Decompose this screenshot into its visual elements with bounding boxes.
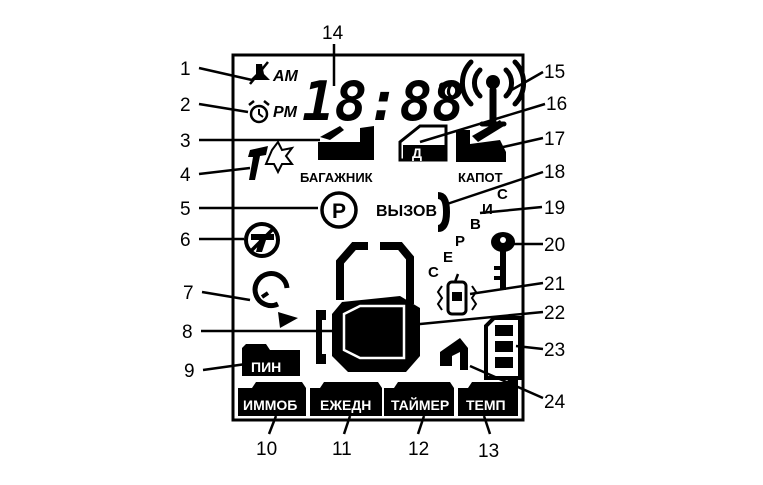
trunk-icon bbox=[318, 126, 374, 160]
tab-daily-label: ЕЖЕДН bbox=[320, 397, 371, 413]
callout-13: 13 bbox=[478, 441, 499, 462]
callout-15: 15 bbox=[544, 62, 565, 83]
callout-line-2 bbox=[198, 102, 249, 114]
callout-21: 21 bbox=[544, 274, 565, 295]
callout-line-9 bbox=[202, 362, 247, 372]
no-gun-icon bbox=[244, 222, 280, 258]
callout-4: 4 bbox=[180, 165, 191, 186]
callout-2: 2 bbox=[180, 95, 191, 116]
tab-timer-label: ТАЙМЕР bbox=[391, 396, 449, 413]
pin-label: ПИН bbox=[251, 359, 281, 375]
callout-line-18 bbox=[443, 170, 544, 207]
callout-line-7 bbox=[201, 290, 251, 302]
hood-icon bbox=[456, 120, 506, 162]
callout-line-17 bbox=[489, 136, 544, 152]
temp-unit: °C bbox=[437, 78, 463, 103]
tab-daily: ЕЖЕДН bbox=[310, 382, 382, 416]
service-letter-6: С bbox=[497, 186, 508, 203]
callout-20: 20 bbox=[544, 235, 565, 256]
service-letter-1: С bbox=[428, 264, 439, 281]
key-icon bbox=[491, 232, 515, 290]
callout-line-1 bbox=[198, 66, 253, 82]
trunk-label: БАГАЖНИК bbox=[300, 170, 373, 185]
callout-24: 24 bbox=[544, 392, 566, 413]
callout-9: 9 bbox=[184, 361, 195, 382]
tab-temp-label: ТЕМП bbox=[466, 397, 506, 413]
service-letter-2: Е bbox=[443, 249, 453, 266]
callout-line-15 bbox=[507, 70, 544, 94]
callout-3: 3 bbox=[180, 131, 191, 152]
callout-8: 8 bbox=[182, 322, 193, 343]
call-label: ВЫЗОВ bbox=[376, 203, 437, 220]
callout-line-19 bbox=[479, 205, 543, 215]
service-letter-4: В bbox=[470, 216, 481, 233]
callout-10: 10 bbox=[256, 439, 277, 460]
padlock-icon bbox=[316, 242, 420, 372]
parking-letter: P bbox=[332, 200, 346, 223]
callout-6: 6 bbox=[180, 230, 191, 251]
callout-1: 1 bbox=[180, 59, 191, 80]
time-display: 18:88 bbox=[302, 70, 465, 133]
shock-sensor-icon bbox=[248, 140, 295, 180]
service-letter-5: И bbox=[482, 201, 493, 218]
battery-icon bbox=[484, 316, 522, 380]
hood-label: КАПОТ bbox=[458, 170, 503, 185]
callout-line-24 bbox=[469, 364, 544, 400]
callout-19: 19 bbox=[544, 198, 565, 219]
callout-7: 7 bbox=[183, 283, 194, 304]
pager-vibrate-icon bbox=[436, 273, 478, 316]
music-note-icon bbox=[440, 338, 468, 370]
callout-line-16 bbox=[419, 102, 546, 144]
call-bracket bbox=[438, 192, 450, 232]
callout-line-21 bbox=[469, 281, 544, 296]
callout-18: 18 bbox=[544, 162, 565, 183]
tab-immob: ИММОБ bbox=[238, 382, 306, 416]
tab-temp: ТЕМП bbox=[458, 378, 518, 416]
alarm-clock-icon bbox=[248, 100, 270, 124]
lcd-frame bbox=[231, 53, 525, 422]
callout-17: 17 bbox=[544, 129, 565, 150]
callout-line-10 bbox=[267, 415, 278, 435]
bell-icon bbox=[249, 61, 270, 85]
door-icon: Д bbox=[398, 124, 448, 162]
callout-22: 22 bbox=[544, 303, 565, 324]
callout-5: 5 bbox=[180, 199, 191, 220]
callout-line-11 bbox=[342, 415, 352, 435]
tab-timer: ТАЙМЕР bbox=[384, 382, 454, 416]
callout-11: 11 bbox=[332, 439, 352, 460]
pm-label: PM bbox=[273, 104, 298, 121]
callout-line-23 bbox=[515, 344, 544, 351]
antenna-icon bbox=[459, 59, 527, 127]
callout-line-22 bbox=[409, 310, 544, 327]
callout-line-4 bbox=[198, 166, 251, 176]
tab-immob-label: ИММОБ bbox=[243, 397, 297, 413]
callout-lines bbox=[198, 44, 546, 435]
am-label: AM bbox=[272, 68, 299, 85]
callout-23: 23 bbox=[544, 340, 565, 361]
callout-12: 12 bbox=[408, 439, 429, 460]
callout-line-12 bbox=[416, 415, 426, 435]
callout-line-13 bbox=[482, 415, 492, 435]
callout-14: 14 bbox=[322, 23, 344, 44]
callout-16: 16 bbox=[546, 94, 567, 115]
service-letter-3: Р bbox=[455, 233, 465, 250]
door-letter: Д bbox=[412, 145, 422, 161]
pin-indicator: ПИН bbox=[242, 344, 300, 376]
parking-icon: P bbox=[320, 191, 358, 229]
turbo-timer-icon bbox=[252, 271, 298, 328]
